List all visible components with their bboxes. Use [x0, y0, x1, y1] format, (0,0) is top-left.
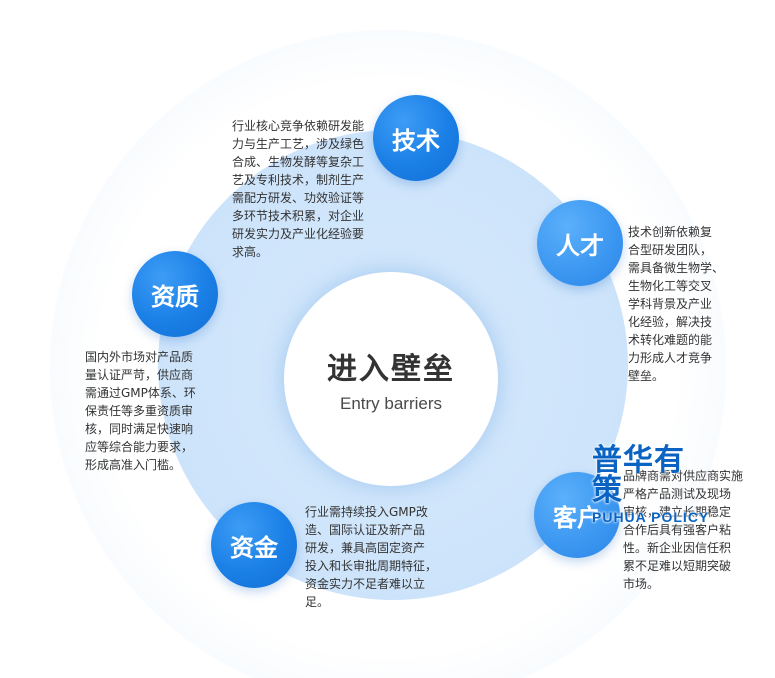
node-talent: 人才: [537, 200, 623, 286]
center-subtitle: Entry barriers: [339, 394, 443, 413]
node-qualification-label: 资质: [151, 282, 199, 311]
watermark-logo: 普华有策 PUHUA POLICY: [592, 443, 712, 525]
desc-client: 品牌商需对供应商实施 严格产品测试及现场 审核，建立长期稳定 合作后具有强客户粘…: [623, 469, 744, 591]
desc-talent: 技术创新依赖复 合型研发团队， 需具备微生物学、 生物化工等交叉 学科背景及产业…: [628, 225, 725, 383]
center-circle: 进入壁垒 Entry barriers: [284, 272, 498, 486]
node-qualification: 资质: [132, 251, 218, 337]
node-client: 客户: [534, 472, 620, 558]
node-capital: 资金: [211, 502, 297, 588]
desc-capital: 行业需持续投入GMP改 造、国际认证及新产品 研发，兼具高固定资产 投入和长审批…: [305, 505, 438, 609]
node-client-label: 客户: [553, 503, 601, 532]
watermark-en: PUHUA POLICY: [592, 509, 710, 525]
node-talent-label: 人才: [556, 231, 604, 260]
node-tech: 技术: [373, 95, 459, 181]
desc-qualification: 国内外市场对产品质 量认证严苛，供应商 需通过GMP体系、环 保责任等多重资质审…: [85, 350, 196, 472]
center-title: 进入壁垒: [327, 352, 455, 387]
node-capital-label: 资金: [230, 533, 278, 562]
watermark-cn: 普华有策: [592, 443, 685, 508]
desc-tech: 行业核心竞争依赖研发能 力与生产工艺，涉及绿色 合成、生物发酵等复杂工 艺及专利…: [232, 119, 365, 259]
node-tech-label: 技术: [392, 126, 440, 155]
